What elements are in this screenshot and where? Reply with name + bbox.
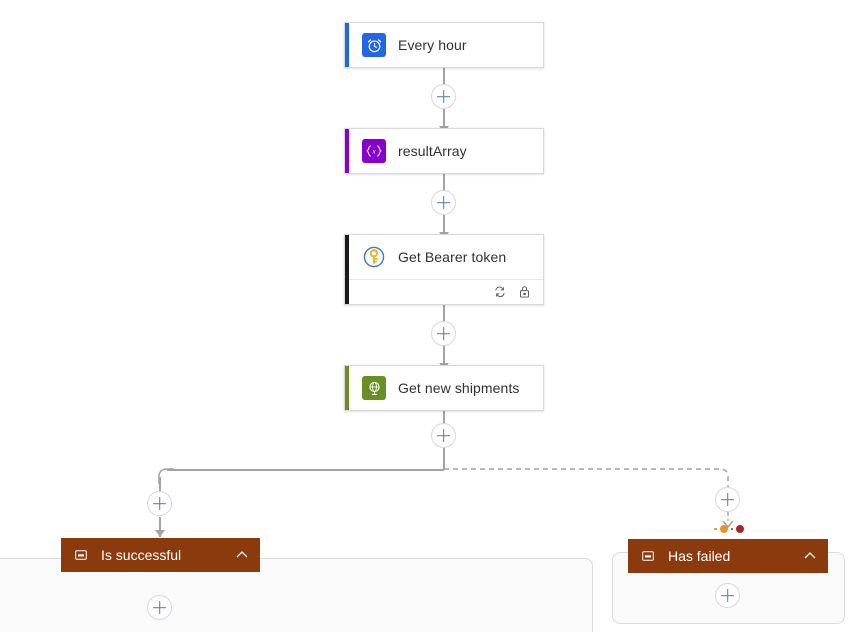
add-step-button-after-every-hour[interactable]: [431, 84, 456, 109]
add-step-button-after-bearer-token[interactable]: [431, 321, 456, 346]
branch-corner-left: [158, 468, 174, 484]
scope-title-has-failed: Has failed: [668, 548, 731, 564]
retry-policy-icon[interactable]: [493, 285, 507, 299]
variable-braces-icon: x: [362, 139, 386, 163]
card-header-row: Get new shipments: [345, 366, 543, 410]
scope-header-has-failed[interactable]: Has failed: [628, 539, 828, 573]
card-header-row: Get Bearer token: [345, 235, 543, 279]
branch-line-left-horizontal: [167, 469, 444, 471]
action-card-every-hour[interactable]: Every hour: [344, 22, 544, 68]
action-card-result-array[interactable]: x resultArray: [344, 128, 544, 174]
connector-left-plus-to-is-successful: [159, 517, 161, 537]
status-dot-small-middle: [730, 527, 733, 531]
card-header-row: Every hour: [345, 23, 543, 67]
card-accent-bar: [345, 23, 349, 67]
chevron-up-icon[interactable]: [235, 548, 249, 562]
scope-window-icon: [75, 550, 87, 560]
add-step-button-inside-is-successful[interactable]: [147, 595, 172, 620]
card-footer-row: [349, 279, 543, 304]
card-accent-bar: [345, 235, 349, 304]
add-step-button-after-result-array[interactable]: [431, 190, 456, 215]
scope-header-is-successful[interactable]: Is successful: [61, 538, 260, 572]
add-step-button-before-is-successful[interactable]: [147, 491, 172, 516]
alarm-clock-icon: [362, 33, 386, 57]
card-accent-bar: [345, 129, 349, 173]
action-card-get-new-shipments[interactable]: Get new shipments: [344, 365, 544, 411]
status-dot-warning: [719, 525, 728, 533]
secure-lock-icon[interactable]: [518, 285, 531, 299]
card-title-every-hour: Every hour: [398, 37, 467, 53]
status-dot-small-leading: [714, 527, 717, 531]
status-dot-error: [736, 525, 744, 533]
card-title-result-array: resultArray: [398, 143, 467, 159]
svg-text:x: x: [371, 149, 376, 156]
add-step-button-inside-has-failed[interactable]: [715, 583, 740, 608]
globe-connector-icon: [362, 376, 386, 400]
has-failed-run-after-status-dots: [714, 525, 744, 533]
card-header-row: x resultArray: [345, 129, 543, 173]
action-card-get-bearer-token[interactable]: Get Bearer token: [344, 234, 544, 305]
add-step-button-before-has-failed[interactable]: [715, 487, 740, 512]
scope-window-icon: [642, 551, 654, 561]
chevron-up-icon[interactable]: [803, 549, 817, 563]
card-title-get-bearer-token: Get Bearer token: [398, 249, 507, 265]
key-icon: [362, 245, 386, 269]
arrowhead-is-successful: [155, 530, 165, 537]
card-title-get-new-shipments: Get new shipments: [398, 380, 520, 396]
branch-line-right-dashed: [444, 468, 729, 502]
card-accent-bar: [345, 366, 349, 410]
scope-title-is-successful: Is successful: [101, 547, 182, 563]
add-step-button-after-get-new-shipments[interactable]: [431, 423, 456, 448]
